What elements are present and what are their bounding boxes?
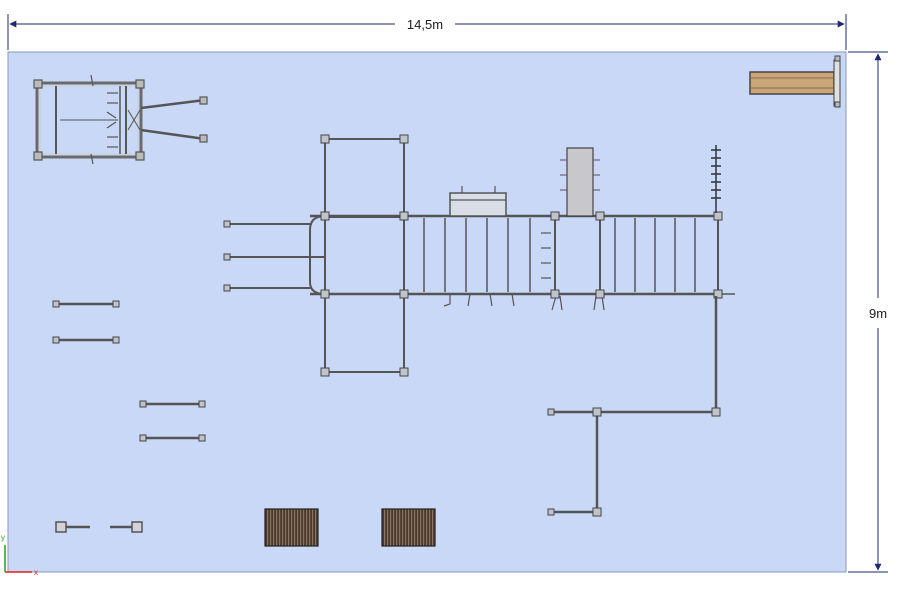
axis-x-label: x (34, 568, 38, 577)
bench-top-right (749, 55, 841, 108)
rubber-pad-right (381, 508, 436, 547)
ground-area (7, 51, 847, 573)
rubber-pad-left (264, 508, 319, 547)
balance-beams (56, 302, 202, 440)
central-play-structure (228, 138, 735, 373)
width-dimension: 14,5m (7, 14, 847, 50)
balance-beam-ends (52, 300, 206, 442)
fence-line (552, 296, 718, 514)
spring-pole (711, 145, 721, 213)
fence-joints (547, 407, 721, 517)
climbing-frame-top-left (33, 74, 208, 165)
axis-y-label: y (1, 533, 5, 542)
width-label: 14,5m (407, 17, 443, 32)
climbing-panel (560, 147, 600, 217)
structure-joints (223, 134, 723, 377)
height-label: 9m (869, 306, 887, 321)
height-dimension: 9m (848, 51, 888, 573)
small-elements-bottom-left (55, 521, 143, 533)
axis-indicator: y x (1, 533, 38, 577)
